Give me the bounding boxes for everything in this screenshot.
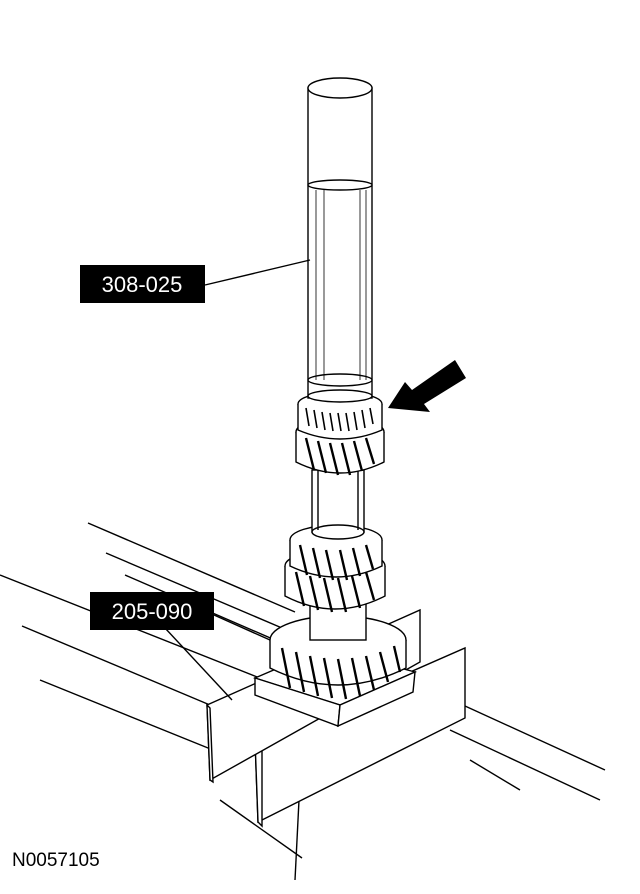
callout-308-025: 308-025	[80, 265, 205, 303]
callout-label: 308-025	[102, 272, 183, 297]
pointer-arrow-icon	[388, 360, 466, 412]
callout-label: 205-090	[112, 599, 193, 624]
middle-shaft	[311, 469, 365, 540]
work-surface-lines	[0, 522, 606, 881]
leader-line-205-090-b	[213, 614, 271, 641]
figure-id: N0057105	[12, 850, 100, 871]
leader-line-205-090	[164, 627, 233, 701]
upper-gear	[295, 391, 385, 476]
leader-line-308-025	[204, 259, 311, 286]
callout-205-090: 205-090	[90, 592, 214, 630]
installer-tube	[307, 77, 373, 403]
